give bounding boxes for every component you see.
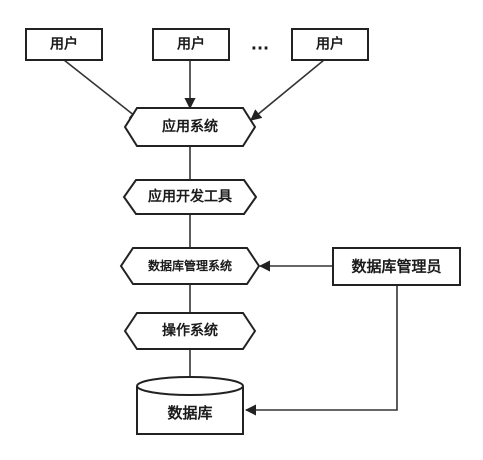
os-label: 操作系统 (162, 322, 218, 339)
dba-node: 数据库管理员 (332, 247, 461, 286)
database-label: 数据库 (167, 404, 212, 422)
user-node-2: 用户 (152, 28, 230, 61)
os-node: 操作系统 (123, 312, 257, 350)
app-dev-tools-label: 应用开发工具 (148, 188, 232, 205)
dba-label: 数据库管理员 (351, 258, 441, 276)
edge-user1-to-app-system (63, 59, 141, 121)
dbms-label: 数据库管理系统 (148, 258, 232, 273)
edge-user3-to-app-system (250, 59, 325, 121)
user-node-1: 用户 (25, 28, 103, 61)
app-system-label: 应用系统 (162, 118, 218, 135)
database-cylinder-icon (136, 376, 244, 435)
database-node: 数据库 (136, 376, 244, 435)
app-system-node: 应用系统 (123, 107, 257, 147)
user-node-2-label: 用户 (177, 36, 205, 53)
dbms-node: 数据库管理系统 (119, 247, 261, 285)
edge-dba-to-database (244, 285, 398, 416)
user-node-1-label: 用户 (50, 36, 78, 53)
app-dev-tools-node: 应用开发工具 (122, 179, 258, 215)
user-node-3-label: 用户 (316, 36, 344, 53)
user-node-3: 用户 (291, 28, 369, 61)
user-ellipsis: ... (251, 35, 269, 54)
